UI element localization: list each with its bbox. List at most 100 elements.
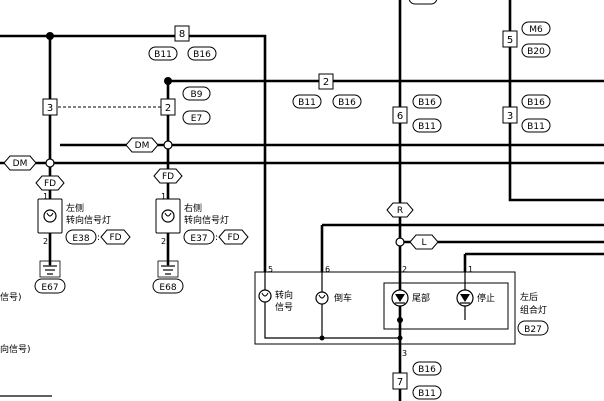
code-m6: M6: [521, 21, 551, 36]
label-rear-combo-2: 组合灯: [520, 304, 547, 316]
junction-dot: [397, 335, 403, 341]
svg-text:FD: FD: [44, 179, 56, 189]
svg-text:2: 2: [161, 237, 166, 246]
stop-led: [456, 289, 474, 307]
wire-top-left: [0, 34, 267, 272]
svg-text:B11: B11: [527, 122, 545, 132]
svg-text:B27: B27: [524, 325, 542, 335]
pin-3: 3: [402, 349, 407, 358]
pin-6: 6: [325, 265, 330, 274]
svg-text:R: R: [397, 206, 403, 216]
svg-text:5: 5: [507, 35, 513, 46]
colon-e37: :: [215, 233, 218, 243]
code-b16-top: B16: [187, 46, 217, 61]
svg-text:E67: E67: [41, 283, 58, 293]
code-e67: E67: [34, 278, 66, 294]
svg-text:1: 1: [43, 192, 48, 201]
svg-text:E38: E38: [72, 234, 89, 244]
code-e37: E37: [183, 229, 215, 245]
code-e68: E68: [152, 278, 184, 294]
junction-dot: [46, 32, 54, 40]
pin-1: 1: [468, 265, 473, 274]
signal-fd-left: FD: [35, 175, 65, 191]
label-left-side: 左侧: [66, 202, 84, 214]
svg-text:B16: B16: [418, 98, 436, 108]
svg-text:2: 2: [323, 77, 329, 88]
connector-2-left: 2: [160, 98, 176, 116]
svg-text:B11: B11: [418, 122, 436, 132]
connector-3-left: 3: [42, 98, 58, 116]
ground-left: [39, 260, 61, 278]
label-rear-combo-1: 左后: [520, 291, 538, 303]
connector-8: 8: [174, 25, 190, 42]
signal-fd-e37: FD: [218, 229, 249, 245]
pin-5: 5: [268, 265, 273, 274]
svg-text:2: 2: [43, 237, 48, 246]
junction-dot: [397, 317, 403, 323]
reverse-bulb: [315, 291, 329, 305]
code-b9: B9: [182, 86, 211, 101]
svg-text:L: L: [421, 238, 426, 248]
connector-2-top: 2: [318, 73, 334, 90]
label-right-turn-lamp: 转向信号灯: [184, 214, 229, 226]
note-left-2: 向信号): [0, 343, 31, 355]
signal-dm-mid: DM: [125, 137, 159, 153]
label-rear-turn-1: 转向: [275, 289, 293, 301]
label-stop: 停止: [477, 292, 495, 304]
svg-text:B11: B11: [154, 50, 172, 60]
connector-6: 6: [392, 106, 408, 124]
svg-text:M6: M6: [529, 25, 543, 35]
junction-dot: [319, 335, 325, 341]
code-b11-mid: B11: [292, 94, 322, 109]
svg-text:8: 8: [179, 29, 185, 40]
code-b20: B20: [521, 43, 551, 58]
signal-r: R: [386, 202, 414, 218]
svg-text:B16: B16: [193, 50, 211, 60]
code-b16-c7: B16: [412, 361, 442, 376]
rear-turn-bulb: [258, 289, 272, 303]
svg-text:B20: B20: [527, 47, 545, 57]
svg-text:B16: B16: [527, 98, 545, 108]
pin-2: 2: [402, 265, 407, 274]
signal-fd-e38: FD: [100, 229, 131, 245]
junction-open: [45, 158, 55, 168]
svg-text:B11: B11: [418, 389, 436, 399]
junction-dot: [164, 77, 172, 85]
svg-text:E7: E7: [191, 114, 202, 124]
connector-5-right: 5: [502, 30, 518, 48]
code-cut-top: [408, 0, 438, 5]
svg-text:E68: E68: [159, 283, 176, 293]
tail-led: [391, 289, 409, 307]
code-b16-c3r: B16: [521, 94, 551, 109]
code-b16-mid: B16: [332, 94, 362, 109]
svg-text:6: 6: [397, 111, 403, 122]
svg-text:2: 2: [165, 103, 171, 114]
code-b27: B27: [517, 320, 549, 336]
colon-e38: :: [97, 233, 100, 243]
svg-text:B11: B11: [298, 98, 316, 108]
svg-text:DM: DM: [13, 159, 28, 169]
note-left-1: 信号): [0, 291, 22, 303]
svg-text:3: 3: [47, 103, 53, 114]
svg-text:1: 1: [161, 192, 166, 201]
code-b11-c3r: B11: [521, 118, 551, 133]
signal-dm-left: DM: [3, 155, 37, 171]
svg-text:FD: FD: [162, 172, 174, 182]
junction-open: [163, 140, 173, 150]
svg-text:FD: FD: [109, 233, 121, 243]
code-e38: E38: [65, 229, 97, 245]
right-turn-lamp: 1 2: [155, 192, 181, 246]
code-b11-c6: B11: [412, 118, 442, 133]
svg-text:B16: B16: [418, 365, 436, 375]
svg-text:3: 3: [507, 111, 513, 122]
tail-stop-frame: [383, 282, 509, 330]
junction-open: [395, 237, 405, 247]
svg-text:FD: FD: [227, 233, 239, 243]
code-b11-c7: B11: [412, 385, 442, 400]
code-b16-c6: B16: [412, 94, 442, 109]
code-e7: E7: [182, 110, 211, 125]
connector-7: 7: [392, 372, 408, 390]
svg-text:E37: E37: [190, 234, 207, 244]
